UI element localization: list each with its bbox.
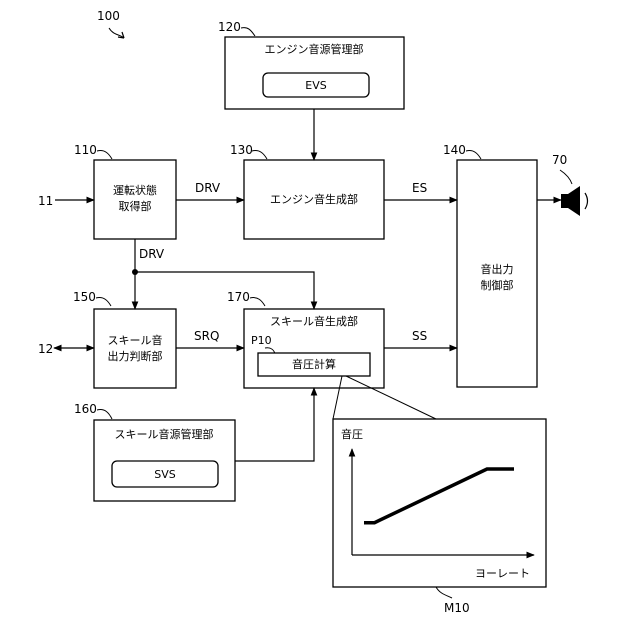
- b130-ref: 130: [230, 143, 253, 157]
- b120-label: エンジン音源管理部: [265, 42, 364, 56]
- b150-ref: 150: [73, 290, 96, 304]
- svs-to-squeal-gen-arrow: [235, 388, 314, 461]
- b170-leader: [250, 298, 265, 306]
- input-11-ref: 11: [38, 194, 53, 208]
- b140-label-line2: 制御部: [481, 278, 514, 292]
- bidir-12-ref: 12: [38, 342, 53, 356]
- b110-leader: [97, 151, 112, 159]
- speaker-ref: 70: [552, 153, 567, 167]
- b140-leader: [466, 151, 481, 159]
- srq-label: SRQ: [194, 329, 219, 343]
- b110-ref: 110: [74, 143, 97, 157]
- b160-ref: 160: [74, 402, 97, 416]
- p10-ref: P10: [251, 334, 272, 347]
- b140-label-line1: 音出力: [481, 262, 514, 276]
- b160-leader: [97, 410, 112, 419]
- b160-label: スキール音源管理部: [115, 427, 214, 441]
- b170-label: スキール音生成部: [270, 314, 358, 328]
- speaker-leader: [560, 170, 572, 184]
- b130-label: エンジン音生成部: [270, 192, 358, 206]
- graph-ref-leader: [436, 587, 452, 598]
- speaker-icon-body: [561, 194, 568, 208]
- evs-label: EVS: [305, 79, 326, 92]
- b150-label-line2: 出力判断部: [108, 349, 163, 363]
- figure-number: 100: [97, 9, 120, 23]
- b140-ref: 140: [443, 143, 466, 157]
- b170-ref: 170: [227, 290, 250, 304]
- drv-to-squeal-gen-arrow: [135, 272, 314, 309]
- graph-ref: M10: [444, 601, 470, 615]
- drv-down-label: DRV: [139, 247, 165, 261]
- b150-label-line1: スキール音: [108, 333, 163, 347]
- drv-top-label: DRV: [195, 181, 221, 195]
- speaker-icon: [568, 186, 580, 216]
- svs-label: SVS: [154, 468, 176, 481]
- b150-leader: [96, 298, 111, 306]
- callout-line-right: [346, 376, 436, 419]
- sound-pressure-calc-label: 音圧計算: [292, 357, 336, 371]
- graph-x-label: ヨーレート: [475, 567, 530, 580]
- ss-label: SS: [412, 329, 427, 343]
- b120-ref: 120: [218, 20, 241, 34]
- speaker-sound-wave: [585, 193, 588, 209]
- graph-m10-box: [333, 419, 546, 587]
- b120-leader: [241, 28, 255, 36]
- b110-label-line1: 運転状態: [113, 183, 157, 197]
- squeal-output-determination-block: [94, 309, 176, 388]
- b130-leader: [252, 151, 267, 159]
- b110-label-line2: 取得部: [119, 199, 152, 213]
- es-label: ES: [412, 181, 427, 195]
- graph-y-label: 音圧: [341, 427, 363, 441]
